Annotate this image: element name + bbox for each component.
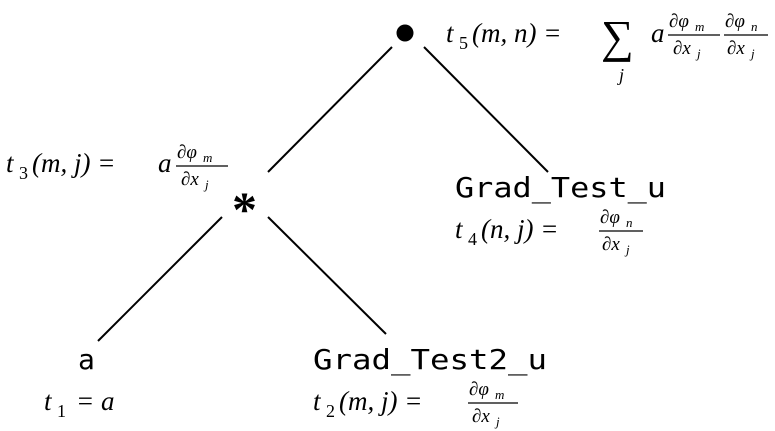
grad-test2-expr-args: (m, j) = [339, 386, 422, 416]
grad-test2-node: Grad_Test2_u t 2 (m, j) = ∂φ m ∂x j [313, 343, 547, 429]
root-sum-index: j [617, 65, 624, 85]
root-frac2-den: ∂x [727, 38, 745, 59]
root-coeff: a [651, 18, 665, 48]
root-frac1-den: ∂x [673, 38, 691, 59]
mult-expr-args: (m, j) = [32, 148, 115, 178]
asterisk-operator-icon: * [232, 181, 257, 237]
leaf-a-expr-sub: 1 [57, 401, 66, 421]
root-frac2-num: ∂φ [725, 11, 745, 32]
root-node [396, 24, 414, 42]
grad-test2-frac-den-sub: j [494, 414, 500, 429]
edge-root-to-mult [267, 46, 393, 173]
grad-test-node: Grad_Test_u t 4 (n, j) = ∂φ n ∂x j [455, 171, 666, 257]
mult-frac-den-sub: j [203, 177, 209, 192]
grad-test2-frac-num-sub: m [495, 387, 504, 402]
root-sum-symbol: ∑ [601, 11, 634, 62]
edge-mult-to-a [97, 216, 223, 342]
edge-mult-to-grad-test2 [267, 216, 387, 335]
root-frac1-den-sub: j [695, 46, 701, 61]
leaf-a-expr-t: t [44, 386, 53, 416]
grad-test-frac-den: ∂x [602, 234, 620, 255]
grad-test-expr-args: (n, j) = [481, 214, 558, 244]
grad-test-expr-t: t [455, 214, 464, 244]
root-expr-t: t [446, 18, 455, 48]
grad-test-frac-num-sub: n [626, 215, 633, 230]
edge-root-to-grad-test [423, 46, 549, 173]
grad-test2-expr-t: t [313, 386, 322, 416]
grad-test2-frac-num: ∂φ [469, 379, 489, 400]
root-expr-sub: 5 [459, 33, 468, 53]
grad-test2-expr-sub: 2 [326, 401, 335, 421]
mult-frac-den: ∂x [181, 169, 199, 190]
grad-test2-label: Grad_Test2_u [313, 343, 547, 377]
grad-test-frac-num: ∂φ [600, 207, 620, 228]
mult-expr-t: t [6, 148, 15, 178]
grad-test-label: Grad_Test_u [455, 171, 666, 205]
leaf-a-node: a t 1 = a [44, 343, 114, 421]
grad-test-expr-sub: 4 [468, 229, 477, 249]
root-frac2-den-sub: j [749, 46, 755, 61]
mult-frac-num-sub: m [203, 150, 212, 165]
leaf-a-label: a [78, 343, 95, 376]
mult-expr-sub: 3 [19, 163, 28, 183]
mult-coeff: a [158, 148, 172, 178]
root-expr-args: (m, n) = [472, 18, 561, 48]
mult-node: * [232, 181, 257, 237]
grad-test2-frac-den: ∂x [472, 406, 490, 427]
grad-test-frac-den-sub: j [624, 242, 630, 257]
leaf-a-expr-rhs: = a [76, 386, 114, 416]
root-expression: t 5 (m, n) = ∑ j a ∂φ m ∂x j ∂φ n ∂x j [446, 11, 768, 85]
root-frac1-num: ∂φ [669, 11, 689, 32]
root-frac2-num-sub: n [751, 19, 758, 34]
mult-expression: t 3 (m, j) = a ∂φ m ∂x j [6, 142, 228, 192]
root-dot-icon [396, 24, 414, 42]
mult-frac-num: ∂φ [177, 142, 197, 163]
root-frac1-num-sub: m [695, 19, 704, 34]
